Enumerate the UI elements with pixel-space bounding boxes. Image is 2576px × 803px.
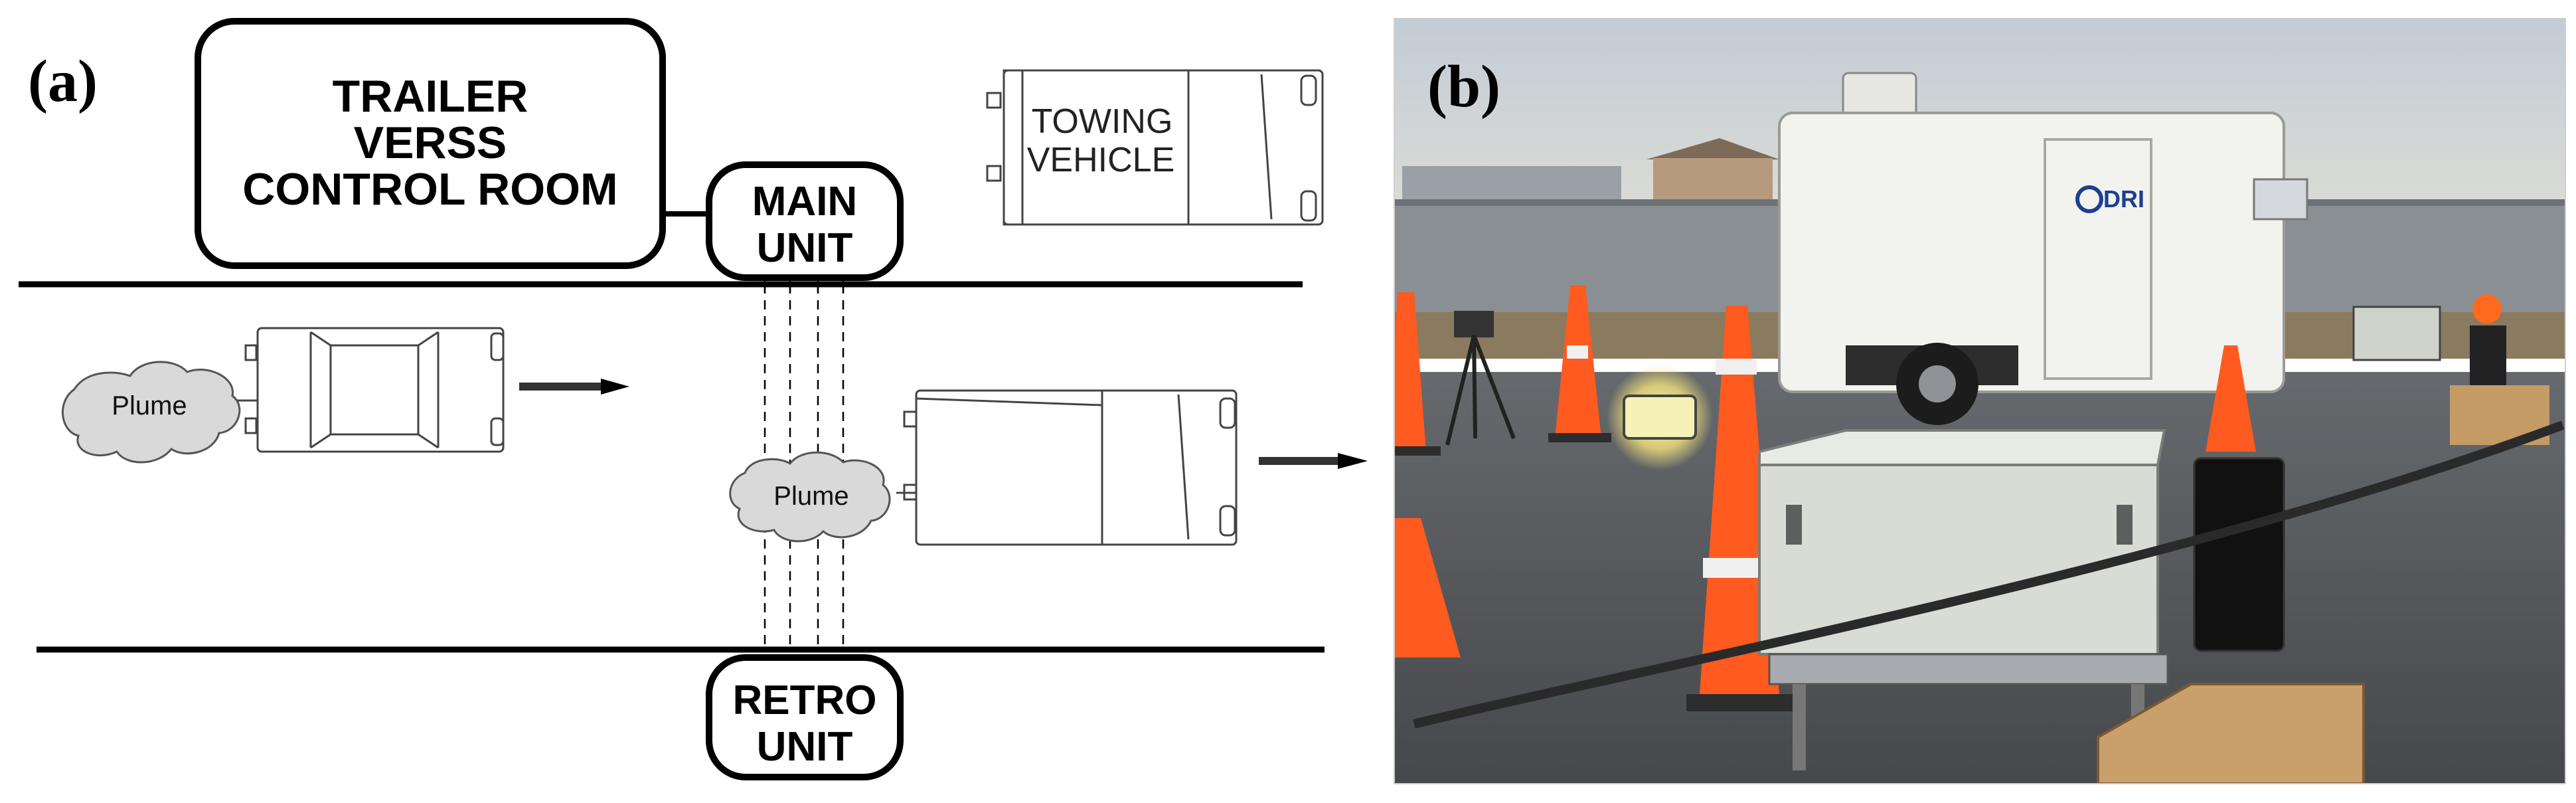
house-roof	[1647, 138, 1779, 159]
beam-stubs	[764, 278, 845, 292]
black-enclosure	[2193, 457, 2285, 652]
retro-unit-box	[706, 654, 904, 780]
towing-vehicle: TOWING VEHICLE	[986, 69, 1324, 226]
car-left	[232, 327, 505, 453]
plume-left-label: Plume	[112, 391, 187, 420]
main-unit-box	[706, 161, 904, 281]
panel-a-letter: (a)	[28, 48, 98, 114]
control-room-line-1: TRAILER	[333, 71, 528, 122]
control-room-box	[195, 18, 666, 269]
trailer-logo: DRI	[2103, 185, 2144, 213]
instrument-box	[1758, 429, 2169, 770]
plume-right	[729, 451, 891, 543]
trailer: DRI	[1778, 72, 2308, 425]
arrow-left	[519, 379, 629, 395]
wooden-crate	[2097, 683, 2365, 784]
house	[1653, 158, 1773, 205]
control-room-line-2: VERSS	[354, 118, 507, 168]
control-room-line-3: CONTROL ROOM	[242, 164, 617, 215]
tripod	[1445, 311, 1516, 446]
arrow-right	[1259, 453, 1368, 469]
plume-right-label: Plume	[773, 482, 848, 511]
towing-vehicle-line-2: VEHICLE	[1027, 141, 1175, 179]
towing-vehicle-line-1: TOWING	[1032, 102, 1173, 141]
panel-b-photo: DRI	[1394, 18, 2566, 784]
main-unit-line-1: MAIN	[752, 179, 857, 224]
plume-left	[61, 361, 241, 464]
car-right	[896, 389, 1238, 546]
panel-b-letter: (b)	[1427, 54, 1500, 120]
retro-unit-line-2: UNIT	[757, 724, 853, 770]
retro-unit-line-1: RETRO	[733, 677, 877, 723]
main-unit-line-2: UNIT	[757, 225, 853, 271]
panel-a: (a) TRAILER VERSS CONTROL ROOM MAIN UNIT	[19, 18, 1368, 780]
